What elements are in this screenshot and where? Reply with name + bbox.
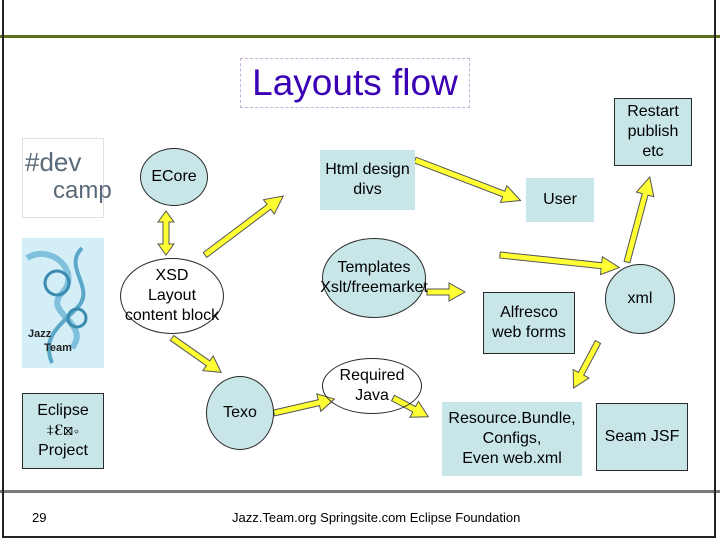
html-design-node: Html design divs xyxy=(320,150,415,210)
page-number: 29 xyxy=(32,510,47,525)
arrow-alfresco-resource xyxy=(572,339,602,389)
arrow-html-user xyxy=(413,156,522,204)
jazzteam-logo: Jazz Team xyxy=(22,238,104,368)
ecore-node: ECore xyxy=(140,148,208,206)
eclipse-project-node: Eclipse ⧧ℇ⊠∘ Project xyxy=(22,393,104,469)
top-bar xyxy=(0,0,720,38)
devcamp-logo-dev: #dev xyxy=(25,147,82,177)
arrow-xsd-html xyxy=(202,195,285,259)
arrow-xml-restart xyxy=(623,175,655,264)
arrow-templates-xml xyxy=(499,251,621,276)
jazzteam-logo-line2: Team xyxy=(44,342,72,354)
texo-node: Texo xyxy=(206,376,274,450)
resource-bundle-node: Resource.Bundle, Configs, Even web.xml xyxy=(442,402,582,476)
restart-node: Restart publish etc xyxy=(614,98,692,166)
jazzteam-logo-image xyxy=(22,238,104,368)
seam-jsf-node: Seam JSF xyxy=(596,403,688,471)
arrow-ecore-xsd xyxy=(157,210,175,256)
devcamp-logo-camp: camp xyxy=(53,177,112,204)
slide-title: Layouts flow xyxy=(240,58,470,108)
user-node: User xyxy=(526,178,594,222)
bottom-bar xyxy=(0,490,720,540)
required-java-node: Required Java xyxy=(322,358,422,414)
templates-node: Templates Xslt/freemarket xyxy=(320,238,428,318)
alfresco-node: Alfresco web forms xyxy=(483,292,575,354)
xsd-node: XSD Layout content block xyxy=(120,258,224,334)
devcamp-logo: #dev camp xyxy=(22,138,112,218)
footer-credits: Jazz.Team.org Springsite.com Eclipse Fou… xyxy=(232,510,521,525)
arrow-templates-alfresco xyxy=(426,282,467,302)
jazzteam-logo-line1: Jazz xyxy=(28,328,52,340)
arrow-xsd-texo xyxy=(169,334,222,373)
xml-node: xml xyxy=(605,264,675,334)
